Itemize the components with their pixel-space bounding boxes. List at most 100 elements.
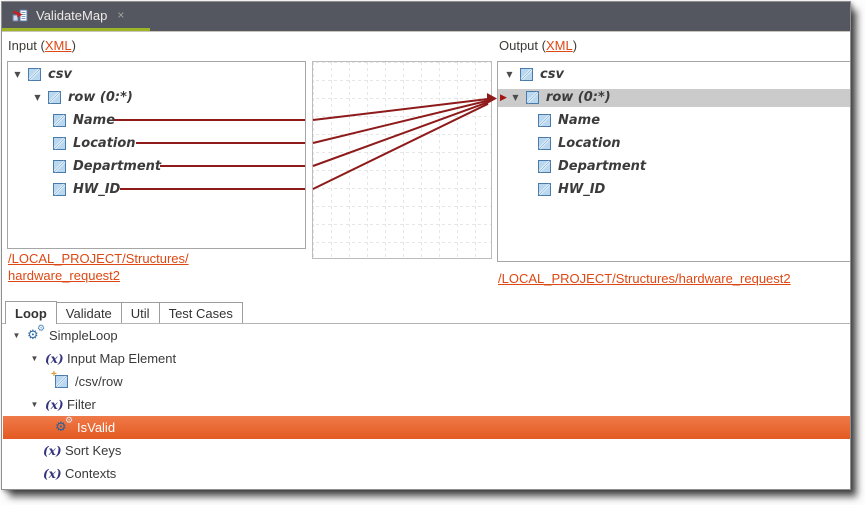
input-header-suffix: ) [71, 38, 76, 53]
loop-node-sort-keys[interactable]: (x) Sort Keys [3, 439, 850, 462]
xml-element-icon [525, 91, 539, 104]
active-tab-underline [2, 28, 150, 31]
input-schema-panel: ▼ csv ▼ row (0:*) Name Location Departme… [7, 61, 306, 249]
output-xml-link[interactable]: XML [545, 38, 573, 53]
node-label: Department [73, 159, 162, 174]
xpath-function-icon: (x) [45, 351, 64, 366]
loop-node-input-map-element[interactable]: ▼ (x) Input Map Element [3, 347, 850, 370]
collapse-icon[interactable]: ▼ [506, 70, 513, 79]
xpath-function-icon: (x) [43, 443, 62, 458]
node-label: Name [73, 113, 116, 128]
tree-node-field-input[interactable]: Department [8, 155, 305, 178]
mapping-target-arrow-icon: ▶ [500, 92, 507, 103]
loop-node-simpleloop[interactable]: ▼ ⚙⚙ SimpleLoop [3, 324, 850, 347]
gears-icon: ⚙⚙ [55, 416, 74, 435]
input-structure-link-line2: hardware_request2 [8, 268, 121, 283]
collapse-icon[interactable]: ▼ [14, 70, 21, 79]
editor-tab-validatemap[interactable]: ValidateMap × [2, 2, 134, 28]
node-label: Contexts [65, 466, 117, 481]
input-structure-link[interactable]: /LOCAL_PROJECT/Structures/ hardware_requ… [8, 250, 189, 284]
xml-element-icon [53, 160, 66, 173]
output-structure-link-text: /LOCAL_PROJECT/Structures/hardware_reque… [498, 271, 791, 286]
loop-node-isvalid-selected[interactable]: ⚙⚙ IsValid [3, 416, 850, 439]
loop-node-filter[interactable]: ▼ (x) Filter [3, 393, 850, 416]
xml-element-icon [28, 68, 41, 81]
collapse-icon[interactable]: ▼ [12, 331, 21, 340]
node-label: Location [73, 136, 136, 151]
gears-icon: ⚙⚙ [27, 324, 46, 343]
xpath-function-icon: (x) [45, 397, 64, 412]
collapse-icon[interactable]: ▼ [34, 93, 41, 102]
node-label: IsValid [77, 420, 116, 435]
node-label: Filter [67, 397, 96, 412]
output-structure-link[interactable]: /LOCAL_PROJECT/Structures/hardware_reque… [498, 270, 791, 287]
node-label: row (0:*) [68, 90, 133, 105]
node-label: Input Map Element [67, 351, 177, 366]
xml-element-icon [538, 160, 551, 173]
input-header-prefix: Input ( [8, 38, 45, 53]
close-icon[interactable]: × [117, 8, 125, 22]
tab-label: Util [130, 305, 150, 321]
xml-element-icon [538, 114, 551, 127]
collapse-icon[interactable]: ▼ [30, 400, 39, 409]
xml-element-icon [538, 137, 551, 150]
output-header: Output (XML) [499, 38, 577, 53]
tab-test-cases[interactable]: Test Cases [158, 302, 243, 323]
node-label: HW_ID [558, 182, 606, 197]
tree-node-row-output-selected[interactable]: ▶ ▼ row (0:*) [498, 88, 850, 107]
xml-element-icon [538, 183, 551, 196]
tree-node-csv-input[interactable]: ▼ csv [8, 63, 305, 86]
node-label: csv [48, 67, 72, 82]
input-header: Input (XML) [8, 38, 76, 53]
node-label: Name [558, 113, 601, 128]
tree-node-field-input[interactable]: HW_ID [8, 178, 305, 201]
xml-element-icon [53, 137, 66, 150]
tab-label: Loop [15, 305, 47, 321]
node-label: /csv/row [75, 374, 123, 389]
node-label: Location [558, 136, 621, 151]
output-schema-tree: ▼ csv ▶ ▼ row (0:*) Name Location Depart… [498, 62, 850, 201]
tree-node-field-input[interactable]: Location [8, 132, 305, 155]
output-header-suffix: ) [572, 38, 578, 53]
loop-tree: ▼ ⚙⚙ SimpleLoop ▼ (x) Input Map Element … [3, 324, 850, 485]
tab-validate[interactable]: Validate [55, 302, 122, 323]
tree-node-field-output[interactable]: Location [498, 132, 850, 155]
node-label: Sort Keys [65, 443, 122, 458]
input-structure-link-line1: /LOCAL_PROJECT/Structures/ [8, 251, 189, 266]
xml-element-icon [53, 114, 66, 127]
node-label: HW_ID [73, 182, 121, 197]
node-label: SimpleLoop [49, 328, 118, 343]
loop-node-contexts[interactable]: (x) Contexts [3, 462, 850, 485]
collapse-icon[interactable]: ▼ [30, 354, 39, 363]
collapse-icon[interactable]: ▼ [512, 93, 519, 102]
node-label: Department [558, 159, 647, 174]
tree-node-csv-output[interactable]: ▼ csv [498, 63, 850, 86]
xpath-function-icon: (x) [43, 466, 62, 481]
node-label: row (0:*) [545, 90, 611, 105]
canvas-grid [313, 62, 491, 258]
input-xml-link[interactable]: XML [44, 38, 72, 53]
node-label: csv [540, 67, 564, 82]
xml-element-new-icon: + [51, 369, 68, 388]
mapping-canvas [312, 61, 492, 259]
editor-tabbar: ValidateMap × [2, 2, 850, 32]
tree-node-field-output[interactable]: Name [498, 109, 850, 132]
xml-element-icon [53, 183, 66, 196]
map-document-icon [12, 9, 28, 22]
tree-node-row-input[interactable]: ▼ row (0:*) [8, 86, 305, 109]
tab-label: Test Cases [168, 305, 233, 321]
mapper-window: ValidateMap × Input (XML) Output (XML) ▼… [1, 1, 851, 490]
loop-node-csv-row[interactable]: + /csv/row [3, 369, 850, 393]
tree-node-field-output[interactable]: Department [498, 155, 850, 178]
input-schema-tree: ▼ csv ▼ row (0:*) Name Location Departme… [8, 62, 305, 201]
tab-util[interactable]: Util [120, 302, 160, 323]
tree-node-field-input[interactable]: Name [8, 109, 305, 132]
tree-node-field-output[interactable]: HW_ID [498, 178, 850, 201]
bottom-tabstrip: Loop Validate Util Test Cases [2, 301, 850, 324]
xml-element-icon [48, 91, 61, 104]
output-header-prefix: Output ( [499, 38, 546, 53]
output-schema-panel: ▼ csv ▶ ▼ row (0:*) Name Location Depart… [497, 61, 850, 262]
xml-element-icon [520, 68, 533, 81]
tab-label: Validate [65, 305, 112, 321]
tab-loop[interactable]: Loop [5, 301, 57, 324]
